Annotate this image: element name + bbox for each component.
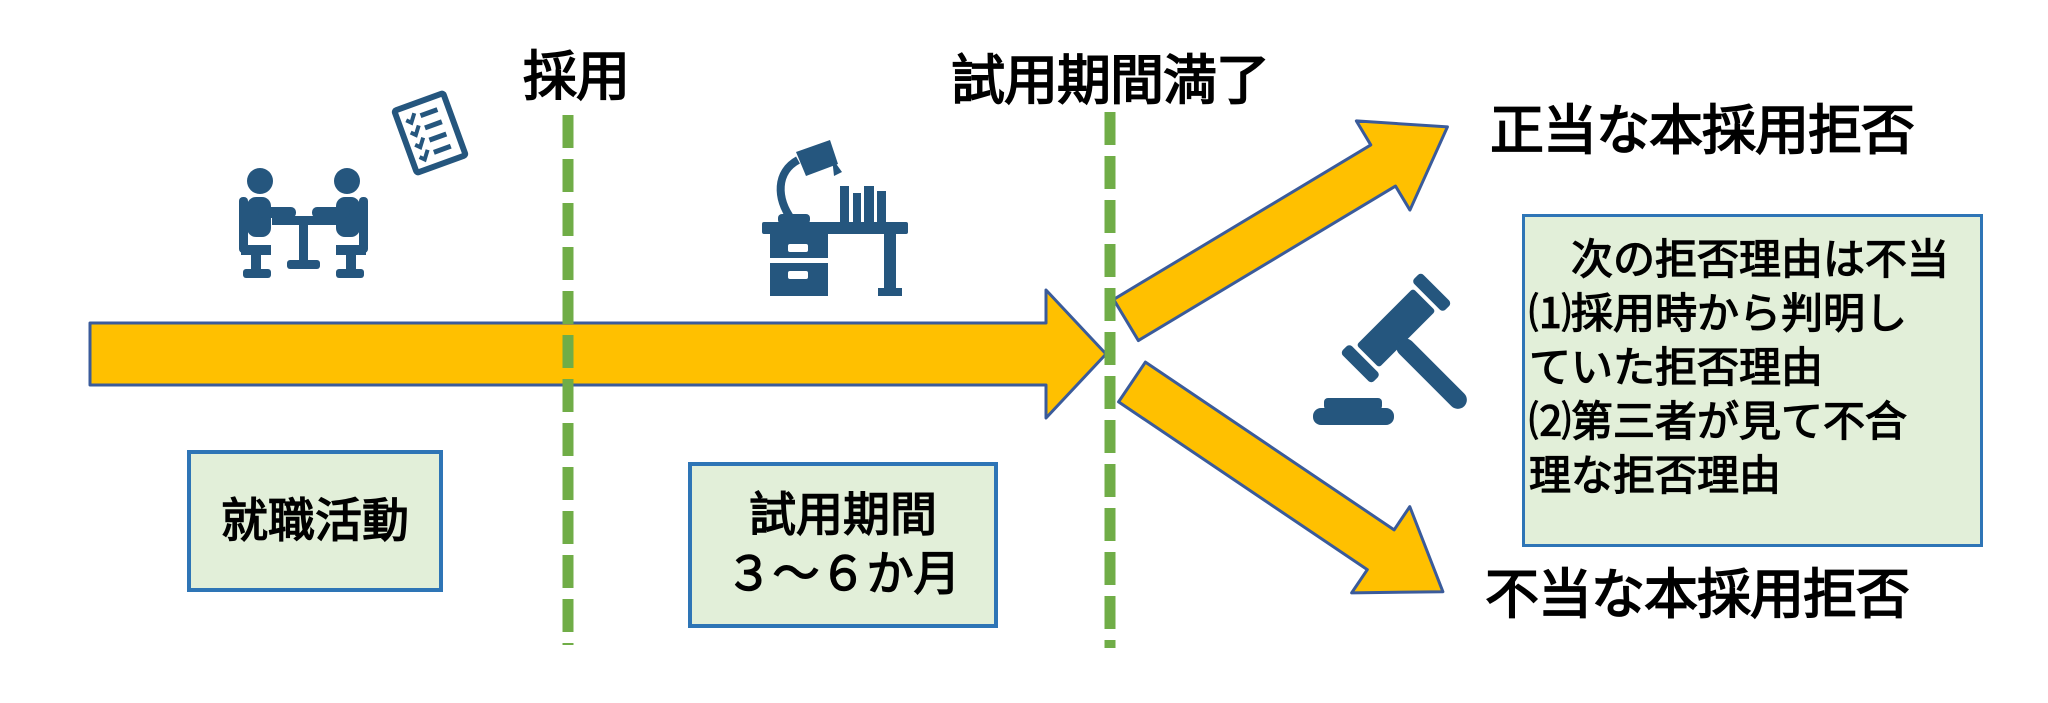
checklist-icon — [391, 90, 469, 176]
milestone-label-probation-end: 試用期間満了 — [951, 51, 1270, 111]
note-line-4: ⑵第三者が見て不合 — [1529, 398, 1908, 445]
gavel-icon — [1313, 273, 1467, 425]
outcome-label-legitimate-refusal: 正当な本採用拒否 — [1490, 101, 1915, 161]
unjust-reasons-note-box: 次の拒否理由は不当 ⑴採用時から判明し ていた拒否理由 ⑵第三者が見て不合 理な… — [1522, 214, 1983, 547]
phase-label-probation-line2: ３～６か月 — [725, 547, 961, 600]
outcome-label-unjust-refusal: 不当な本採用拒否 — [1485, 565, 1910, 625]
interview-icon — [239, 168, 368, 278]
study-desk-icon — [762, 140, 908, 296]
phase-box-probation-period: 試用期間 ３～６か月 — [688, 462, 998, 628]
phase-label-job-hunting: 就職活動 — [221, 493, 409, 547]
timeline-arrow — [88, 288, 1108, 420]
phase-label-probation-line1: 試用期間 — [749, 488, 937, 542]
note-line-5: 理な拒否理由 — [1529, 452, 1782, 499]
note-line-1: 次の拒否理由は不当 — [1529, 236, 1950, 283]
branch-arrow-up — [1112, 119, 1449, 343]
branch-arrow-down — [1117, 360, 1445, 595]
note-line-2: ⑴採用時から判明し — [1529, 290, 1908, 337]
note-line-3: ていた拒否理由 — [1529, 344, 1824, 391]
milestone-label-hiring: 採用 — [523, 47, 630, 107]
phase-box-job-hunting: 就職活動 — [187, 450, 443, 592]
